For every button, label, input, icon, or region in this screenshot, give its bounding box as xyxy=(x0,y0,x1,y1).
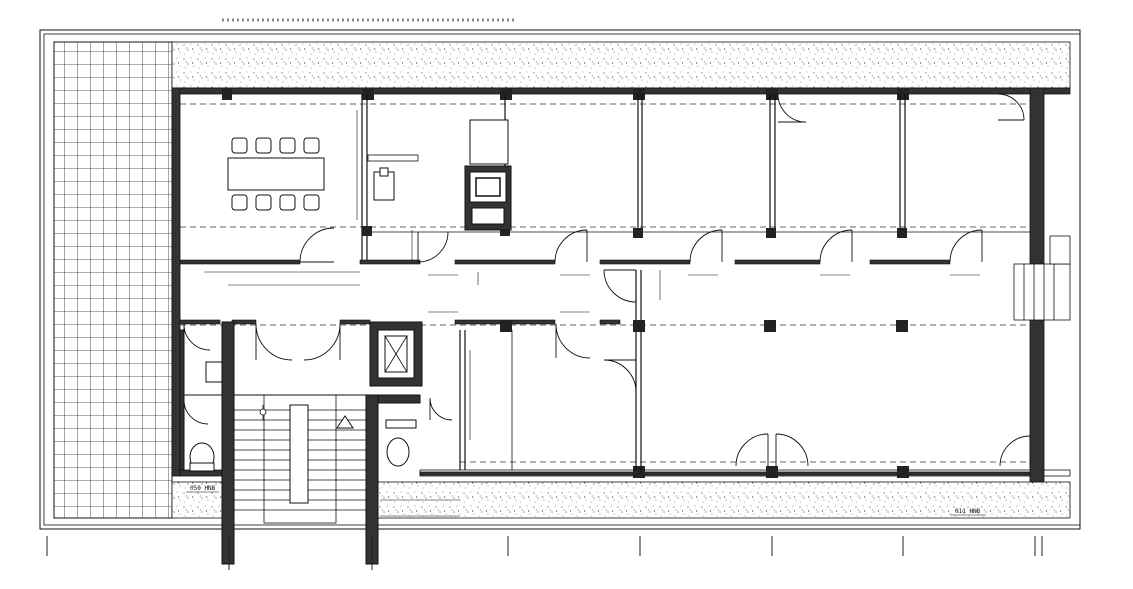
interior-columns xyxy=(362,226,908,332)
partition-walls xyxy=(361,94,1030,470)
outer-frame xyxy=(39,29,1081,530)
meeting-table xyxy=(227,137,325,211)
restrooms xyxy=(179,329,421,472)
right-edge-structure xyxy=(1013,235,1071,321)
kitchen-equipment xyxy=(367,119,512,231)
terrace-tiling xyxy=(53,41,173,519)
level-labels: 050 HNB 011 HNB xyxy=(186,485,986,516)
dimension-markers xyxy=(204,110,980,517)
door-swings xyxy=(183,93,1031,467)
beam-lines xyxy=(180,103,1030,463)
elevator-shaft xyxy=(369,321,423,387)
level-label-left: 050 HNB xyxy=(190,485,216,492)
corridor-walls xyxy=(179,259,951,325)
level-label-right: 011 HNB xyxy=(955,508,981,515)
staircase xyxy=(221,321,379,565)
axis-ticks xyxy=(46,536,1043,570)
gravel-border xyxy=(171,41,1071,519)
facade-columns xyxy=(222,88,909,478)
